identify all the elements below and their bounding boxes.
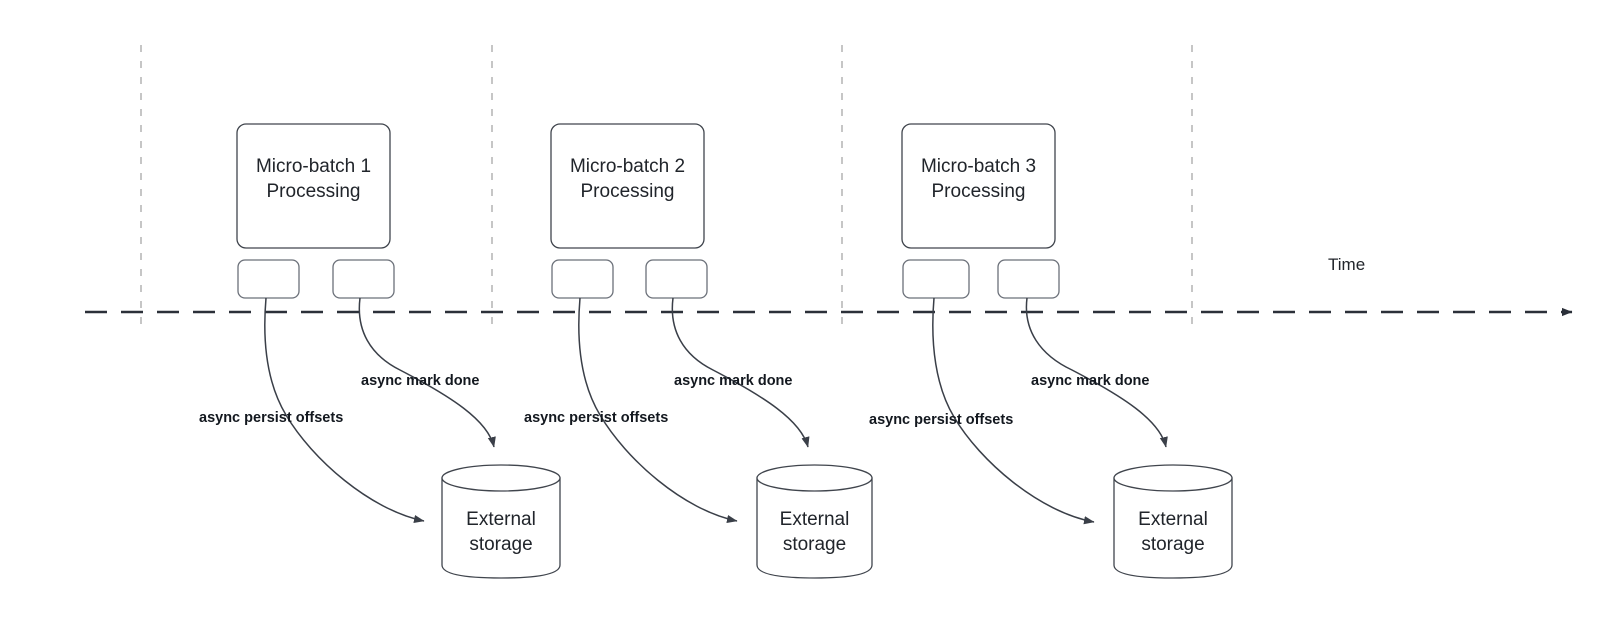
- group-3-shapes: [901, 123, 1233, 579]
- storage-cylinder-1: [441, 464, 561, 579]
- edge-mark-done-1: [358, 297, 496, 448]
- edge-mark-done-3: [1025, 297, 1168, 448]
- edge-persist-offsets-2: [578, 297, 738, 524]
- task-box-2b: [645, 259, 708, 299]
- batch-box-2: [550, 123, 705, 249]
- edge-label-mark-done-1: async mark done: [361, 373, 480, 389]
- batch-box-1: [236, 123, 391, 249]
- edge-label-mark-done-3: async mark done: [1031, 373, 1150, 389]
- storage-cylinder-3: [1113, 464, 1233, 579]
- edge-persist-offsets-1: [264, 297, 425, 524]
- group-2-shapes: [550, 123, 873, 579]
- edge-label-mark-done-2: async mark done: [674, 373, 793, 389]
- edge-mark-done-2: [671, 297, 810, 448]
- task-box-3a: [902, 259, 970, 299]
- storage-cylinder-2: [756, 464, 873, 579]
- task-box-1a: [237, 259, 300, 299]
- edge-persist-offsets-3: [932, 297, 1095, 525]
- batch-box-3: [901, 123, 1056, 249]
- task-box-2a: [551, 259, 614, 299]
- group-1-shapes: [236, 123, 561, 579]
- task-box-1b: [332, 259, 395, 299]
- edge-label-persist-offsets-1: async persist offsets: [199, 410, 344, 426]
- edge-label-persist-offsets-2: async persist offsets: [524, 410, 669, 426]
- edge-label-persist-offsets-3: async persist offsets: [869, 412, 1014, 428]
- time-axis-label: Time: [1328, 255, 1366, 274]
- task-box-3b: [997, 259, 1060, 299]
